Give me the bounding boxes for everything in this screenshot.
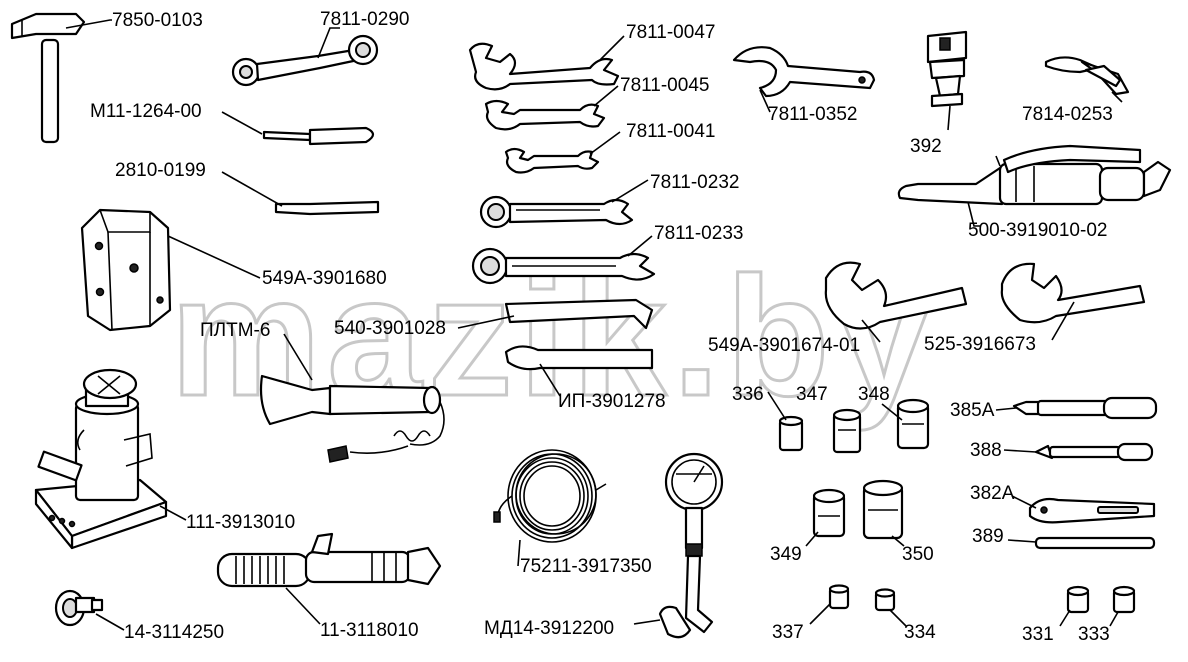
label-open-wrench-3: 7811-0041 [626, 121, 715, 142]
label-screwdriver-388: 388 [970, 440, 1002, 461]
grease-gun-nozzle-drawing [216, 532, 442, 588]
label-socket-337: 337 [772, 622, 804, 643]
pliers-drawing [1044, 56, 1130, 96]
label-big-wrench-1: 549А-3901674-01 [708, 335, 860, 356]
label-inspection-lamp: ПЛТМ-6 [200, 320, 270, 341]
label-big-wrench-2: 525-3916673 [924, 334, 1036, 355]
label-ratchet-382a: 382А [970, 483, 1015, 504]
big-wrench-1-drawing [824, 261, 968, 330]
big-wrench-2-drawing [1000, 262, 1146, 324]
hex-box-wrench-drawing [80, 208, 172, 332]
socket-334-drawing [874, 588, 896, 612]
label-bottle-jack: 111-3913010 [186, 512, 295, 533]
tire-lever-drawing [504, 345, 654, 371]
inspection-lamp-drawing [259, 374, 445, 463]
label-tire-lever: ИП-3901278 [558, 391, 666, 412]
label-hook-wrench: 7811-0352 [768, 104, 857, 125]
screwdriver-drawing [262, 126, 375, 146]
label-socket-348: 348 [858, 384, 890, 405]
bottle-jack-drawing [34, 368, 168, 550]
label-socket-adapter: 392 [910, 136, 942, 157]
extension-389-drawing [1034, 536, 1156, 550]
label-combo-wrench-1: 7811-0232 [650, 172, 739, 193]
socket-331-drawing [1066, 585, 1090, 614]
label-ring-spanner: 7811-0290 [320, 9, 409, 30]
grease-gun-drawing [897, 144, 1172, 206]
socket-adapter-drawing [926, 30, 968, 108]
socket-350-drawing [862, 479, 904, 540]
label-grease-gun: 500-3919010-02 [968, 220, 1107, 241]
socket-333-drawing [1112, 585, 1136, 614]
label-socket-334: 334 [904, 622, 936, 643]
label-socket-349: 349 [770, 544, 802, 565]
flat-screwdriver-drawing [274, 200, 380, 216]
screwdriver-385a-drawing [1012, 396, 1158, 420]
ratchet-382a-drawing [1028, 497, 1156, 524]
combo-wrench-1-drawing [479, 195, 634, 229]
label-pliers: 7814-0253 [1022, 104, 1113, 125]
label-combo-wrench-2: 7811-0233 [654, 223, 743, 244]
socket-336-drawing [778, 415, 804, 452]
label-pry-bar: 540-3901028 [334, 318, 446, 339]
pry-bar-drawing [504, 298, 654, 330]
open-wrench-3-drawing [504, 147, 600, 174]
hook-wrench-drawing [732, 46, 876, 98]
label-socket-336: 336 [732, 384, 764, 405]
label-socket-350: 350 [902, 544, 934, 565]
tire-gauge-drawing [658, 452, 724, 639]
fitting-drawing [54, 589, 104, 627]
label-tire-gauge: МД14-3912200 [484, 618, 614, 639]
label-fitting: 14-3114250 [124, 622, 224, 643]
label-extension-389: 389 [972, 526, 1004, 547]
hammer-drawing [10, 12, 86, 144]
label-hex-box-wrench: 549А-3901680 [262, 268, 387, 289]
open-wrench-2-drawing [484, 99, 606, 131]
socket-348-drawing [896, 398, 930, 450]
label-air-hose: 75211-3917350 [520, 556, 652, 577]
socket-347-drawing [832, 408, 862, 454]
label-hammer: 7850-0103 [112, 10, 203, 31]
socket-337-drawing [828, 584, 850, 610]
label-socket-331: 331 [1022, 624, 1054, 645]
label-open-wrench-1: 7811-0047 [626, 22, 715, 43]
ring-spanner-drawing [231, 34, 379, 87]
label-grease-gun-nozzle: 11-3118010 [320, 620, 419, 641]
label-socket-347: 347 [796, 384, 828, 405]
air-hose-drawing [493, 449, 607, 543]
combo-wrench-2-drawing [471, 247, 656, 285]
screwdriver-388-drawing [1034, 442, 1154, 462]
label-socket-333: 333 [1078, 624, 1110, 645]
label-open-wrench-2: 7811-0045 [620, 75, 709, 96]
label-flat-screwdriver: 2810-0199 [115, 160, 206, 181]
label-screwdriver-385a: 385А [950, 400, 995, 421]
socket-349-drawing [812, 488, 846, 538]
open-wrench-1-drawing [468, 42, 620, 91]
label-screwdriver: М11-1264-00 [90, 101, 202, 122]
